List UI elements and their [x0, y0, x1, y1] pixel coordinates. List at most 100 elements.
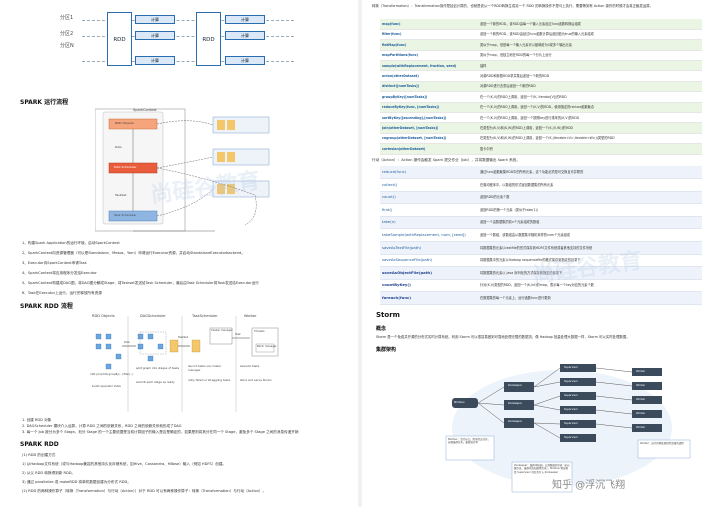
flow-arrow-label: Task: [235, 333, 241, 336]
storm-concept: 概念: [376, 326, 387, 332]
flow-note: launch tasks via cluster manager: [188, 364, 222, 372]
table-cell-desc: 笛卡尔积: [478, 143, 702, 155]
partition-line: [82, 20, 294, 21]
table-cell-desc: 返回一个新的RDD，该RDD由每一个输入元素经过func函数转换后组成: [478, 19, 702, 30]
flow-box-label: Cluster manager: [211, 329, 233, 332]
table-cell-key: distinct([numTasks]): [380, 81, 478, 93]
rdd-box: RDD: [107, 12, 132, 66]
flow-note: store and serve blocks: [240, 378, 272, 382]
table-cell-key: reduceByKey(func, [numTasks]): [380, 102, 478, 114]
table-cell-key: saveAsSequenceFile(path): [380, 254, 478, 268]
storm-note: Zookeeper：集群中协调，公共数据的存放（如心跳信息、集群状态和配置信息）…: [514, 464, 570, 474]
table-cell-desc: 在一个(K,V)的RDD上调用，返回一个按照key进行排序的(K,V)的RDD: [478, 112, 702, 124]
flow-header: RDD Objects: [92, 314, 115, 318]
table-cell-key: saveAsTextFile(path): [380, 241, 478, 255]
table-cell-key: take(n): [380, 216, 478, 230]
step-item: 3. 每一个 Job 被分为多个 Stage。划分 Stage 的一个主要依据是…: [22, 430, 299, 434]
calc-box: 计算: [135, 15, 175, 24]
table-row: union(otherDataset)对源RDD和参数RDD求并集后返回一个新的…: [380, 70, 702, 82]
storm-node: Supervisor: [564, 436, 578, 439]
context-node-label: RDD Objects: [115, 121, 134, 125]
rdd-point: 2) 从父 RDD 转换得到新 RDD。: [22, 471, 76, 475]
partition-label: 分区2: [60, 31, 74, 37]
right-page: 转换（Transformation）：Transformation操作是延迟计算…: [362, 0, 720, 507]
storm-node: Supervisor: [564, 422, 578, 425]
table-cell-desc: 将数据集的元素以 Java 序列化的方式保存到指定的目录下: [478, 266, 702, 280]
storm-desc: Storm 是一个免费并开源的分布式实时计算系统。利用 Storm 可以很容易做…: [376, 335, 630, 339]
left-page: 分区1 分区2 分区N 计算 计算 计算 计算 计算 计算 RDD RDD SP…: [0, 0, 358, 507]
storm-node: Zookeeper: [508, 402, 522, 405]
table-cell-desc: 在一个(K,V)的RDD上调用，返回一个(K,V)的RDD，使用指定的reduc…: [478, 102, 702, 114]
storm-node: Zookeeper: [508, 384, 522, 387]
rdd-code: rdd1.join(rdd2).groupBy(...).filter(...): [90, 373, 134, 376]
table-row: takeSample(withReplacement, num, [seed])…: [380, 228, 702, 243]
table-row: groupByKey([numTasks])在一个(K,V)的RDD上调用，返回…: [380, 91, 702, 103]
step-item: 4、SparkContext将应用程序分发给Executor: [22, 271, 97, 275]
table-cell-key: countByKey(): [380, 279, 478, 293]
table-cell-desc: 通过func函数聚集RDD中的所有元素，这个功能必须是可交换且可并联的: [478, 166, 702, 180]
step-item: 1、构建Spark Application的运行环境，启动SparkContex…: [22, 241, 120, 245]
table-cell-desc: 对源RDD进行去重后返回一个新的RDD: [478, 81, 702, 93]
flow-note: execute tasks: [240, 364, 260, 368]
storm-node: Nimbus: [454, 400, 465, 404]
table-row: filter(func)返回一个新的RDD，该RDD由经过func函数计算后返回…: [380, 29, 702, 41]
table-row: join(otherDataset, [numTasks])在类型为(K,V)和…: [380, 122, 702, 134]
table-cell-key: foreach(func): [380, 291, 478, 306]
section-title: SPARK 运行流程: [20, 99, 69, 106]
partition-line: [82, 36, 294, 37]
storm-node: Zookeeper: [508, 420, 522, 423]
table-row: countByKey()针对(K,V)类型的RDD，返回一个(K,Int)的ma…: [380, 279, 702, 293]
table-cell-desc: 返回一个数组，该数组由从数据集中随机采样的num个元素组成: [478, 228, 702, 243]
page-divider: [358, 0, 362, 507]
table-row: saveAsTextFile(path)将数据集的元素以textfile的形式保…: [380, 241, 702, 255]
flow-header: DAGScheduler: [140, 314, 166, 318]
table-row: flatMap(func)类似于map，但是每一个输入元素可以被映射为0或多个输…: [380, 39, 702, 51]
table-cell-desc: 在类型为(K,V)和(K,W)的RDD上调用，返回一个(K,(V,W))的RDD: [478, 122, 702, 134]
storm-node: Supervisor: [564, 408, 578, 411]
table-cell-desc: 针对(K,V)类型的RDD，返回一个(K,Int)的map，表示每一个key对应…: [478, 279, 702, 293]
step-item: 5、SparkContext构建成DAG图，将DAG图分解成Stage、将Tas…: [22, 281, 259, 285]
action-table: reduce(func)通过func函数聚集RDD中的所有元素，这个功能必须是可…: [380, 166, 702, 306]
storm-node: Worker: [636, 370, 646, 373]
flow-note: submit each stage as ready: [136, 380, 175, 384]
rdd-flow-diagram: [95, 316, 279, 412]
table-cell-key: saveAsObjectFile(path): [380, 266, 478, 280]
storm-note: Nimbus：主控节点，用于提交任务，分配集群任务，集群监控等: [448, 438, 490, 445]
spark-flow-diagram: [95, 108, 270, 232]
table-cell-desc: 在一个(K,V)的RDD上调用，返回一个(K, Iterator[V])的RDD: [478, 91, 702, 103]
table-cell-desc: 类似于map，但是每一个输入元素可以被映射为0或多个输出元素: [478, 39, 702, 51]
rdd-point: 3) 通过 parallelize 或 makeRDD 将单机数据创建为分布式 …: [22, 480, 131, 484]
rdd-point: 1) 从Hadoop文件系统（或与Hadoop兼容的其他持久化存储系统，如Hiv…: [22, 462, 227, 466]
table-cell-desc: 在数据集的每一个元素上，运行函数func进行更新: [478, 291, 702, 306]
calc-box: 计算: [225, 15, 265, 24]
flow-note: split graph into stages of tasks: [136, 366, 180, 370]
storm-node: Worker: [636, 384, 646, 387]
section-title: SPARK RDD: [20, 441, 59, 448]
table-row: sortByKey([ascending],[numTasks])在一个(K,V…: [380, 112, 702, 124]
table-cell-key: reduce(func): [380, 166, 478, 180]
table-cell-key: sample(withReplacement, fraction, seed): [380, 60, 478, 72]
flow-box-label: Block manager: [257, 345, 277, 348]
table-cell-desc: 将数据集的元素以textfile的形式保存到HDFS文件系统或者其他支持的文件系…: [478, 241, 702, 255]
table-cell-key: collect(): [380, 178, 478, 192]
storm-note: Worker：运行具体处理组件逻辑的进程: [640, 442, 684, 445]
storm-title: Storm: [376, 311, 400, 319]
table-row: reduceByKey(func, [numTasks])在一个(K,V)的RD…: [380, 102, 702, 114]
transform-table: map(func)返回一个新的RDD，该RDD由每一个输入元素经过func函数转…: [380, 19, 702, 155]
table-row: count()返回RDD的元素个数: [380, 191, 702, 205]
table-cell-key: union(otherDataset): [380, 70, 478, 82]
transform-intro: 转换（Transformation）：Transformation操作是延迟计算…: [372, 4, 654, 8]
context-node-label: DAG Scheduler: [114, 165, 137, 169]
table-cell-key: flatMap(func): [380, 39, 478, 51]
partition-label: 分区1: [60, 15, 74, 21]
table-row: saveAsObjectFile(path)将数据集的元素以 Java 序列化的…: [380, 266, 702, 280]
table-row: map(func)返回一个新的RDD，该RDD由每一个输入元素经过func函数转…: [380, 19, 702, 30]
table-row: reduce(func)通过func函数聚集RDD中的所有元素，这个功能必须是可…: [380, 166, 702, 180]
table-cell-key: cartesian(otherDataset): [380, 143, 478, 155]
table-cell-key: sortByKey([ascending],[numTasks]): [380, 112, 478, 124]
storm-architecture-diagram: [445, 364, 691, 493]
table-cell-key: groupByKey([numTasks]): [380, 91, 478, 103]
flow-arrow-label: DAG: [124, 341, 130, 344]
table-row: cogroup(otherDataset, [numTasks])在类型为(K,…: [380, 133, 702, 145]
flow-header: Worker: [244, 314, 257, 318]
